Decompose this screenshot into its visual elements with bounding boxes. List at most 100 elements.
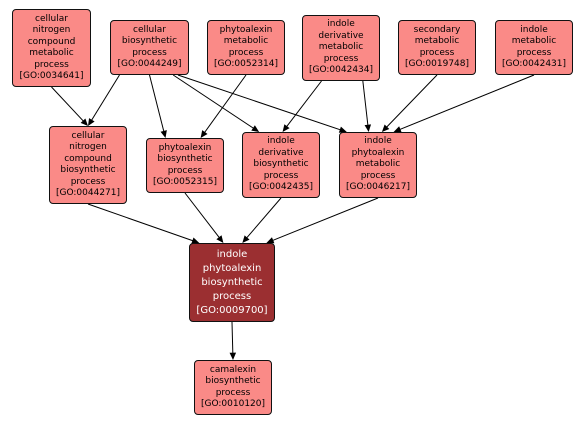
node-label-line: metabolic xyxy=(29,48,74,58)
node-label-line: process xyxy=(215,387,251,398)
edge-arrowhead xyxy=(88,118,95,126)
go-node-cellular-biosynthetic-process[interactable]: cellular biosynthetic process [GO:004424… xyxy=(110,20,189,75)
edge-arrowhead xyxy=(393,126,402,133)
node-label-line: compound xyxy=(64,153,112,164)
node-label-line: phytoalexin xyxy=(202,262,262,274)
node-label-line: compound xyxy=(27,36,76,47)
node-go-id: [GO:0019748] xyxy=(404,59,470,69)
node-label-line: metabolic xyxy=(414,36,460,46)
node-label-line: process xyxy=(34,59,69,70)
node-label-line: indole xyxy=(216,248,248,260)
node-label-line: nitrogen xyxy=(32,25,71,35)
node-go-id: [GO:0042431] xyxy=(501,59,567,69)
node-label-line: cellular xyxy=(133,24,166,35)
node-go-id: [GO:0044271] xyxy=(55,188,121,198)
node-label-line: process xyxy=(419,47,455,58)
node-label-line: process xyxy=(263,170,299,181)
edge-arrowhead xyxy=(200,130,208,138)
node-label-line: metabolic xyxy=(318,42,364,53)
node-label-line: metabolic xyxy=(223,36,269,46)
node-label-line: metabolic xyxy=(355,159,401,170)
node-label-line: process xyxy=(516,47,552,58)
edge-line xyxy=(399,74,535,130)
edge-line xyxy=(246,197,282,239)
edge-arrowhead xyxy=(229,352,237,360)
edge-line xyxy=(184,192,220,238)
node-go-id: [GO:0042435] xyxy=(248,182,314,193)
go-node-cellular-nitrogen-compound-biosynthetic-process[interactable]: cellular nitrogen compound biosynthetic … xyxy=(49,126,127,204)
edge-line xyxy=(231,321,234,354)
node-go-id: [GO:0044249] xyxy=(117,59,182,69)
go-node-phytoalexin-metabolic-process[interactable]: phytoalexin metabolic process [GO:005231… xyxy=(207,20,285,75)
node-go-id: [GO:0046217] xyxy=(345,182,411,193)
node-go-id: [GO:0052314] xyxy=(213,59,279,69)
go-node-indole-derivative-metabolic-process[interactable]: indole derivative metabolic process [GO:… xyxy=(302,15,380,81)
node-label-line: nitrogen xyxy=(69,142,107,152)
node-go-id: [GO:0052315] xyxy=(152,177,218,187)
node-go-id: [GO:0009700] xyxy=(196,304,268,316)
node-label-line: process xyxy=(132,47,167,58)
go-node-camalexin-biosynthetic-process[interactable]: camalexin biosynthetic process [GO:00101… xyxy=(194,360,272,415)
edge-line xyxy=(87,203,194,242)
go-node-indole-phytoalexin-biosynthetic-process[interactable]: indole phytoalexin biosynthetic process … xyxy=(189,243,275,322)
edge-line xyxy=(386,74,438,128)
node-label-line: cellular xyxy=(71,130,105,141)
edge-arrowhead xyxy=(242,235,250,243)
node-label-line: phytoalexin xyxy=(158,142,212,153)
edge-line xyxy=(272,197,379,241)
edge-arrowhead xyxy=(216,235,224,243)
node-go-id: [GO:0042434] xyxy=(308,65,374,76)
node-label-line: derivative xyxy=(318,30,364,41)
node-label-line: process xyxy=(212,290,252,302)
go-node-indole-derivative-biosynthetic-process[interactable]: indole derivative biosynthetic process [… xyxy=(242,132,320,198)
edge-arrowhead xyxy=(338,126,347,133)
go-node-phytoalexin-biosynthetic-process[interactable]: phytoalexin biosynthetic process [GO:005… xyxy=(146,138,224,193)
edge-line xyxy=(362,80,369,126)
node-label-line: process xyxy=(167,165,203,176)
node-label-line: biosynthetic xyxy=(121,36,178,46)
edge-arrowhead xyxy=(160,130,167,138)
go-node-cellular-nitrogen-compound-metabolic-process[interactable]: cellular nitrogen compound metabolic pro… xyxy=(12,9,91,87)
edge-line xyxy=(91,74,120,121)
node-label-line: biosynthetic xyxy=(253,159,309,170)
node-go-id: [GO:0010120] xyxy=(200,399,266,409)
node-label-line: biosynthetic xyxy=(205,376,261,386)
go-node-secondary-metabolic-process[interactable]: secondary metabolic process [GO:0019748] xyxy=(398,20,476,75)
edge-line xyxy=(172,74,254,129)
go-node-indole-metabolic-process[interactable]: indole metabolic process [GO:0042431] xyxy=(495,20,573,75)
edge-arrowhead xyxy=(381,124,390,132)
node-label-line: process xyxy=(323,53,359,64)
node-label-line: derivative xyxy=(258,147,304,158)
node-label-line: indole xyxy=(364,136,392,147)
node-label-line: metabolic xyxy=(511,36,557,46)
node-label-line: indole xyxy=(267,136,295,147)
edge-arrowhead xyxy=(266,237,275,244)
node-label-line: biosynthetic xyxy=(60,165,116,175)
edge-arrowhead xyxy=(364,124,372,132)
node-go-id: [GO:0034641] xyxy=(19,71,84,81)
node-label-line: phytoalexin xyxy=(219,24,273,35)
node-label-line: biosynthetic xyxy=(157,154,213,164)
node-label-line: camalexin xyxy=(209,364,257,375)
edge-line xyxy=(149,74,165,132)
node-label-line: indole xyxy=(327,19,355,30)
node-label-line: process xyxy=(70,176,106,187)
node-label-line: indole xyxy=(520,24,548,35)
edge-line xyxy=(177,74,341,131)
node-label-line: phytoalexin xyxy=(351,147,405,158)
node-label-line: process xyxy=(360,170,396,181)
go-node-indole-phytoalexin-metabolic-process[interactable]: indole phytoalexin metabolic process [GO… xyxy=(339,132,417,198)
edge-arrowhead xyxy=(191,237,200,244)
node-label-line: process xyxy=(228,47,264,58)
edge-line xyxy=(51,86,84,122)
edge-line xyxy=(286,80,322,127)
edge-line xyxy=(204,74,247,133)
edge-arrowhead xyxy=(80,118,88,126)
edge-arrowhead xyxy=(282,124,290,132)
node-label-line: biosynthetic xyxy=(201,276,263,288)
edge-arrowhead xyxy=(251,125,260,132)
node-label-line: cellular xyxy=(35,13,68,24)
node-label-line: secondary xyxy=(413,24,461,35)
